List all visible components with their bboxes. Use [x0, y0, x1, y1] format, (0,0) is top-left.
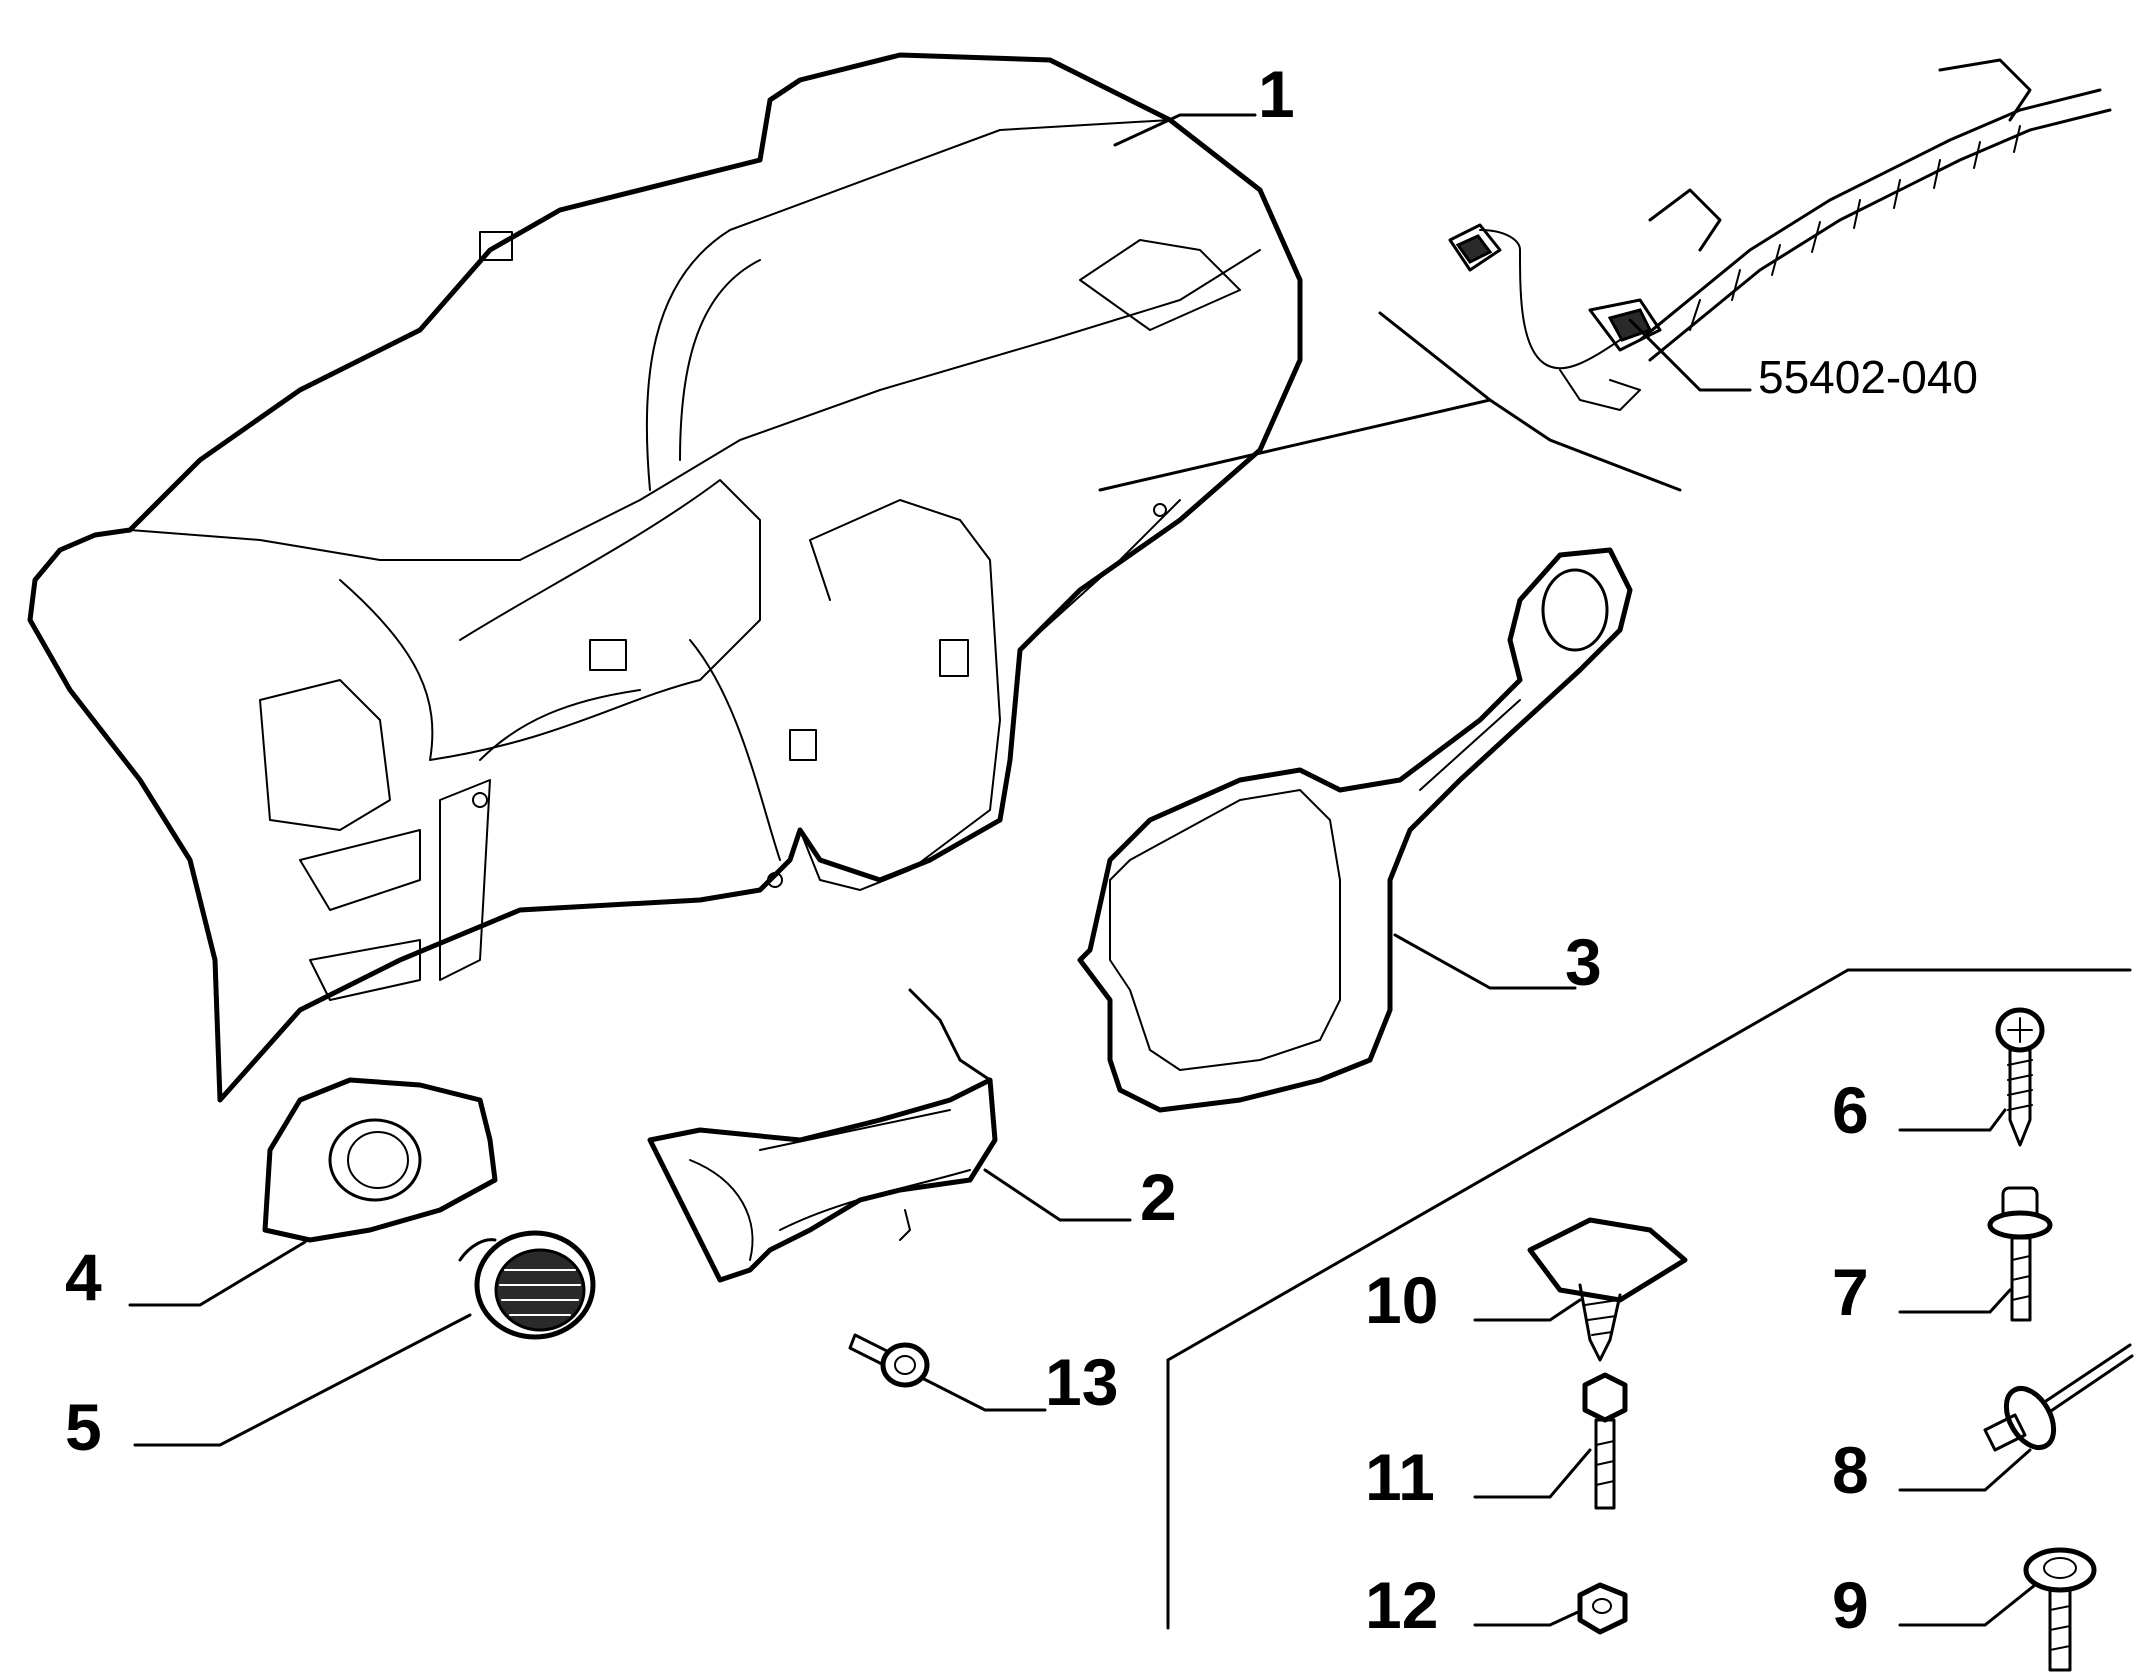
- callout-label-11: 11: [1365, 1440, 1435, 1514]
- air-vent-bezel-part: [262, 1077, 498, 1243]
- part-number-label: 55402-040: [1758, 351, 1978, 403]
- screw-part-6: [1995, 1007, 2045, 1147]
- callout-label-3: 3: [1565, 925, 1602, 999]
- hex-nut-part-12: [1577, 1582, 1628, 1635]
- leader-line-harness-code: [1628, 318, 1752, 392]
- leader-line-1: [1113, 113, 1257, 147]
- hex-bolt-part-11: [1582, 1372, 1628, 1510]
- rivet-part-8: [1983, 1343, 2134, 1452]
- leader-line-harness: [1098, 311, 1682, 492]
- leader-line-7: [1898, 1288, 2012, 1314]
- bolt-part-7: [1987, 1186, 2053, 1322]
- callout-label-10: 10: [1365, 1263, 1438, 1337]
- air-vent-outlet-part: [458, 1230, 596, 1340]
- callout-label-6: 6: [1832, 1073, 1869, 1147]
- callout-label-13: 13: [1045, 1345, 1118, 1419]
- leader-line-9: [1898, 1583, 2037, 1627]
- wiring-harness-part: [1448, 58, 2112, 411]
- leader-line-6: [1898, 1108, 2007, 1132]
- push-clip-part-10: [1527, 1217, 1688, 1362]
- leader-line-3: [1393, 933, 1577, 990]
- trim-bezel-part: [1077, 547, 1633, 1113]
- fastener-panel-divider: [1166, 968, 2132, 1630]
- callout-label-7: 7: [1832, 1255, 1869, 1329]
- callout-label-1: 1: [1258, 57, 1295, 131]
- leader-line-8: [1898, 1448, 2032, 1492]
- leader-line-11: [1473, 1448, 1592, 1499]
- instrument-hood-part: [647, 988, 998, 1283]
- leader-line-12: [1473, 1610, 1580, 1627]
- screw-part-9: [2023, 1547, 2097, 1672]
- leader-line-4: [128, 1240, 307, 1307]
- callout-label-2: 2: [1140, 1160, 1177, 1234]
- callout-label-12: 12: [1365, 1568, 1438, 1642]
- screw-part-13: [848, 1333, 930, 1388]
- callout-label-8: 8: [1832, 1433, 1869, 1507]
- leader-line-5: [133, 1313, 472, 1447]
- callout-label-9: 9: [1832, 1568, 1869, 1642]
- leader-line-10: [1473, 1298, 1582, 1322]
- callout-label-4: 4: [65, 1240, 102, 1314]
- leader-line-2: [983, 1168, 1132, 1222]
- callout-label-5: 5: [65, 1390, 102, 1464]
- leader-line-13: [920, 1376, 1047, 1412]
- dashboard-panel: [27, 52, 1303, 1103]
